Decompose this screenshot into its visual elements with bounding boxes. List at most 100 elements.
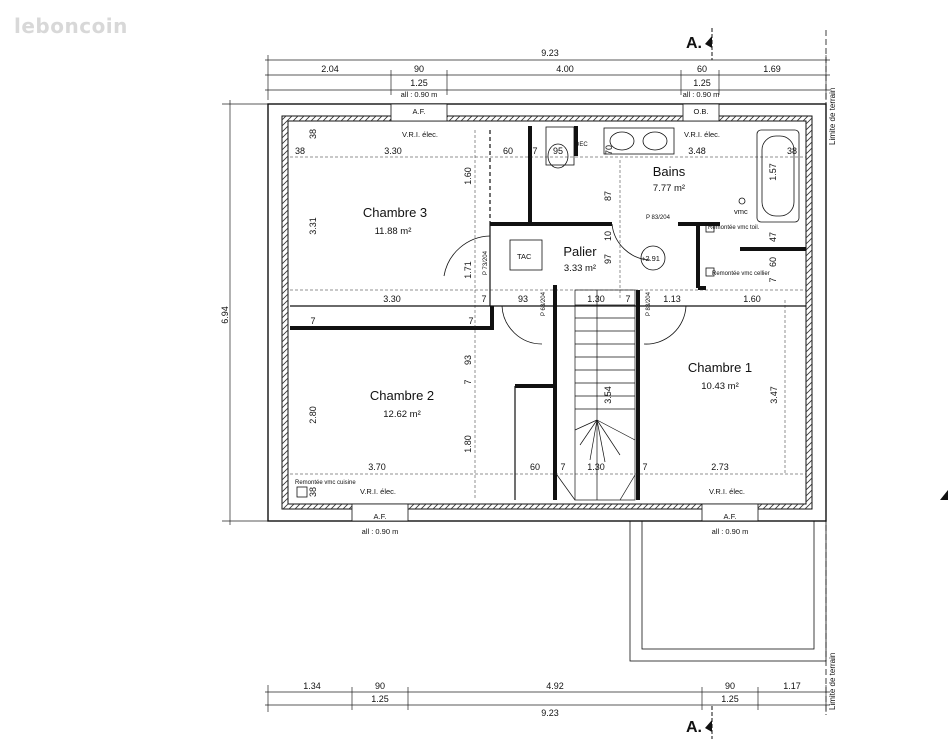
dim-t: 7 bbox=[481, 294, 486, 304]
vri-bottom-1: V.R.I. élec. bbox=[360, 487, 396, 496]
remontee-toilettes: Remontée vmc toil. bbox=[708, 225, 760, 231]
svg-text:A.: A. bbox=[686, 719, 702, 736]
dim-v: 1.30 bbox=[587, 294, 605, 304]
dim-y: 1.60 bbox=[743, 294, 761, 304]
dim-aa: 7 bbox=[468, 316, 473, 326]
dim-k: 87 bbox=[603, 191, 613, 201]
room-bains-area: 7.77 m² bbox=[653, 183, 685, 194]
top-dimension-lines bbox=[265, 55, 830, 100]
vri-top-1: V.R.I. élec. bbox=[402, 130, 438, 139]
inner-dimension-lines bbox=[290, 130, 806, 500]
dim-r: 7 bbox=[768, 277, 778, 282]
section-marker-bottom: A. bbox=[686, 706, 713, 739]
window-all-bottom: all : 0.90 m bbox=[362, 527, 399, 536]
remontee-cellier: Remontée vmc cellier bbox=[712, 271, 770, 277]
bottom-dim-3: 4.92 bbox=[546, 681, 564, 691]
door-label-p63: P 63/204 bbox=[541, 291, 547, 316]
dim-ab: 93 bbox=[463, 355, 473, 365]
door-label-p83: P 83/204 bbox=[646, 215, 671, 221]
dim-an-bottom: 38 bbox=[308, 487, 318, 497]
dim-o: 47 bbox=[768, 232, 778, 242]
svg-text:Limite de terrain: Limite de terrain bbox=[828, 88, 837, 145]
dim-an: 38 bbox=[308, 129, 318, 139]
window-af-bottom: A.F. bbox=[374, 512, 387, 521]
room-chambre2-area: 12.62 m² bbox=[383, 409, 421, 420]
bottom-dimension-lines bbox=[265, 685, 830, 712]
edge-marker bbox=[940, 490, 948, 500]
dim-l: 10 bbox=[603, 231, 613, 241]
window-all-top-2: all : 0.90 m bbox=[683, 90, 720, 99]
top-sill-1: 1.25 bbox=[410, 78, 428, 88]
dim-i: 3.31 bbox=[308, 217, 318, 235]
stair-dim: 3.54 bbox=[603, 386, 613, 404]
room-chambre2-name: Chambre 2 bbox=[370, 388, 434, 403]
bottom-dim-5: 1.17 bbox=[783, 681, 801, 691]
tac-label: TAC bbox=[517, 252, 532, 261]
dim-am: 2.73 bbox=[711, 462, 729, 472]
dim-al: 7 bbox=[642, 462, 647, 472]
room-chambre1-area: 10.43 m² bbox=[701, 381, 739, 392]
dim-u: 93 bbox=[518, 294, 528, 304]
window-all-top: all : 0.90 m bbox=[401, 90, 438, 99]
dim-f: 70 bbox=[604, 145, 614, 155]
vmc-label: vmc bbox=[734, 207, 748, 216]
dim-ah: 3.70 bbox=[368, 462, 386, 472]
door-label-p73: P 73/204 bbox=[483, 250, 489, 275]
dim-ag: 1.80 bbox=[463, 435, 473, 453]
dim-ao: 1.71 bbox=[463, 261, 473, 279]
dim-aj: 7 bbox=[560, 462, 565, 472]
thin-walls bbox=[290, 130, 806, 500]
bottom-dim-2: 90 bbox=[375, 681, 385, 691]
level-label: +2.91 bbox=[641, 254, 660, 263]
room-chambre1-name: Chambre 1 bbox=[688, 360, 752, 375]
vri-bottom-2: V.R.I. élec. bbox=[709, 487, 745, 496]
bottom-dim-1: 1.34 bbox=[303, 681, 321, 691]
bath-fixtures bbox=[509, 126, 800, 271]
dim-j: 1.60 bbox=[463, 167, 473, 185]
bottom-sill-2: 1.25 bbox=[721, 694, 739, 704]
room-palier-name: Palier bbox=[563, 244, 597, 259]
doors bbox=[443, 223, 687, 345]
door-label-p83b: P 83/204 bbox=[646, 291, 652, 316]
dim-m: 97 bbox=[603, 254, 613, 264]
top-dim-2: 90 bbox=[414, 64, 424, 74]
dim-c: 60 bbox=[503, 146, 513, 156]
dim-a: 38 bbox=[295, 146, 305, 156]
balcony bbox=[629, 520, 827, 662]
leboncoin-watermark: leboncoin bbox=[14, 14, 128, 38]
vmc-duct-toilet bbox=[705, 223, 715, 233]
top-dim-3: 4.00 bbox=[556, 64, 574, 74]
dim-h: 38 bbox=[787, 146, 797, 156]
dim-q: 60 bbox=[768, 257, 778, 267]
top-total-dim: 9.23 bbox=[541, 48, 559, 58]
window-ob-top: O.B. bbox=[693, 107, 708, 116]
vmc-duct-kitchen bbox=[296, 486, 308, 498]
svg-text:Limite de terrain: Limite de terrain bbox=[828, 653, 837, 710]
remontee-cuisine: Remontée vmc cuisine bbox=[295, 480, 356, 486]
vmc-duct-cellar bbox=[705, 267, 715, 277]
dim-e: 95 bbox=[553, 146, 563, 156]
dim-ae: 3.47 bbox=[769, 386, 779, 404]
dim-g: 3.48 bbox=[688, 146, 706, 156]
window-af-bottom-2: A.F. bbox=[724, 512, 737, 521]
bottom-total-dim: 9.23 bbox=[541, 708, 559, 718]
left-dimension bbox=[222, 100, 270, 525]
window-openings bbox=[351, 103, 759, 522]
section-marker-top: A. bbox=[686, 28, 713, 60]
interior-walls bbox=[290, 126, 806, 500]
outer-walls bbox=[267, 103, 827, 522]
vri-top-2: V.R.I. élec. bbox=[684, 130, 720, 139]
room-chambre3-name: Chambre 3 bbox=[363, 205, 427, 220]
dim-b: 3.30 bbox=[384, 146, 402, 156]
dim-ac: 7 bbox=[463, 379, 473, 384]
dim-d: 7 bbox=[532, 146, 537, 156]
dim-z: 7 bbox=[310, 316, 315, 326]
top-sill-2: 1.25 bbox=[693, 78, 711, 88]
bottom-sill-1: 1.25 bbox=[371, 694, 389, 704]
top-dim-5: 1.69 bbox=[763, 64, 781, 74]
dim-x: 1.13 bbox=[663, 294, 681, 304]
dim-ak: 1.30 bbox=[587, 462, 605, 472]
dim-n: 1.57 bbox=[768, 163, 778, 181]
dec-label: DEC bbox=[575, 142, 588, 148]
